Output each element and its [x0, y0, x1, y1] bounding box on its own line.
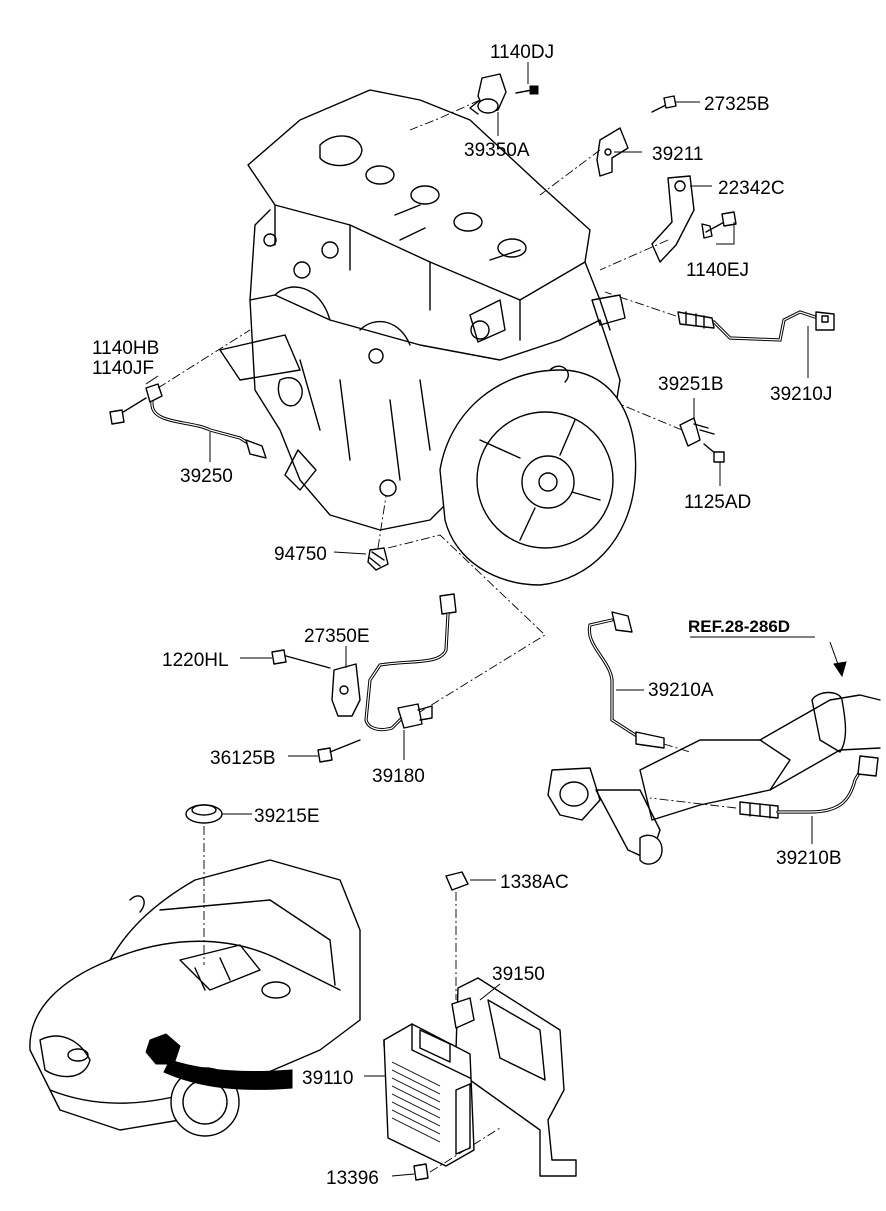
label-27325b: 27325B — [704, 94, 770, 115]
label-39350a: 39350A — [464, 140, 530, 161]
label-39211: 39211 — [652, 144, 703, 165]
label-39150: 39150 — [492, 964, 545, 985]
label-39210j: 39210J — [770, 384, 832, 405]
part-labels: 1140DJ 27325B 39350A 39211 22342C 1140EJ… — [92, 42, 842, 1189]
oil-pressure-switch — [367, 547, 389, 571]
bolt-36125b — [317, 739, 361, 763]
label-1140ej: 1140EJ — [686, 260, 749, 281]
label-1140jf: 1140JF — [92, 358, 154, 379]
bolt-1125ad — [703, 443, 725, 463]
exhaust-system — [547, 691, 881, 865]
bolt-1140ej — [701, 211, 737, 239]
nut-1338ac — [445, 871, 469, 891]
label-1140hb: 1140HB — [92, 338, 159, 359]
grommet-39215e — [185, 804, 223, 824]
bolt-1140hb — [109, 397, 147, 425]
label-1140dj: 1140DJ — [490, 42, 554, 63]
camshaft-position-sensor — [469, 73, 507, 115]
bolt-27325b — [651, 95, 677, 113]
bolt-1220hl — [271, 649, 331, 669]
label-39215e: 39215E — [254, 806, 320, 827]
bolt-13396 — [413, 1163, 429, 1181]
dashed-reference-lines — [157, 99, 737, 1173]
label-39250: 39250 — [180, 466, 233, 487]
crankshaft-sensor-39180 — [364, 593, 457, 732]
label-39251b: 39251B — [658, 374, 724, 395]
label-39110: 39110 — [302, 1068, 353, 1089]
leader-lines — [145, 62, 847, 1177]
bracket-39211 — [596, 127, 629, 177]
label-1125ad: 1125AD — [684, 492, 751, 513]
ref-label: REF.28-286D — [688, 617, 790, 636]
engine-block — [219, 89, 637, 586]
label-94750: 94750 — [274, 544, 327, 565]
ecu-39110 — [383, 1023, 475, 1167]
label-39210a: 39210A — [648, 680, 714, 701]
oxygen-sensor-39210a — [587, 611, 665, 749]
label-1338ac: 1338AC — [500, 872, 569, 893]
bracket-27350e — [331, 663, 361, 717]
label-27350e: 27350E — [304, 626, 370, 647]
label-39180: 39180 — [372, 766, 425, 787]
label-39210b: 39210B — [776, 848, 842, 869]
bolt-1140dj — [515, 85, 539, 95]
knock-sensor-39250 — [145, 383, 267, 459]
label-1220hl: 1220HL — [162, 650, 229, 671]
oxygen-sensor-39210b — [739, 755, 879, 819]
car-body — [29, 859, 361, 1137]
label-22342c: 22342C — [718, 178, 785, 199]
bracket-39251b — [679, 417, 715, 447]
oxygen-sensor-39210j — [677, 310, 835, 342]
bracket-22342c — [651, 175, 695, 263]
label-13396: 13396 — [326, 1168, 379, 1189]
label-36125b: 36125B — [210, 748, 276, 769]
